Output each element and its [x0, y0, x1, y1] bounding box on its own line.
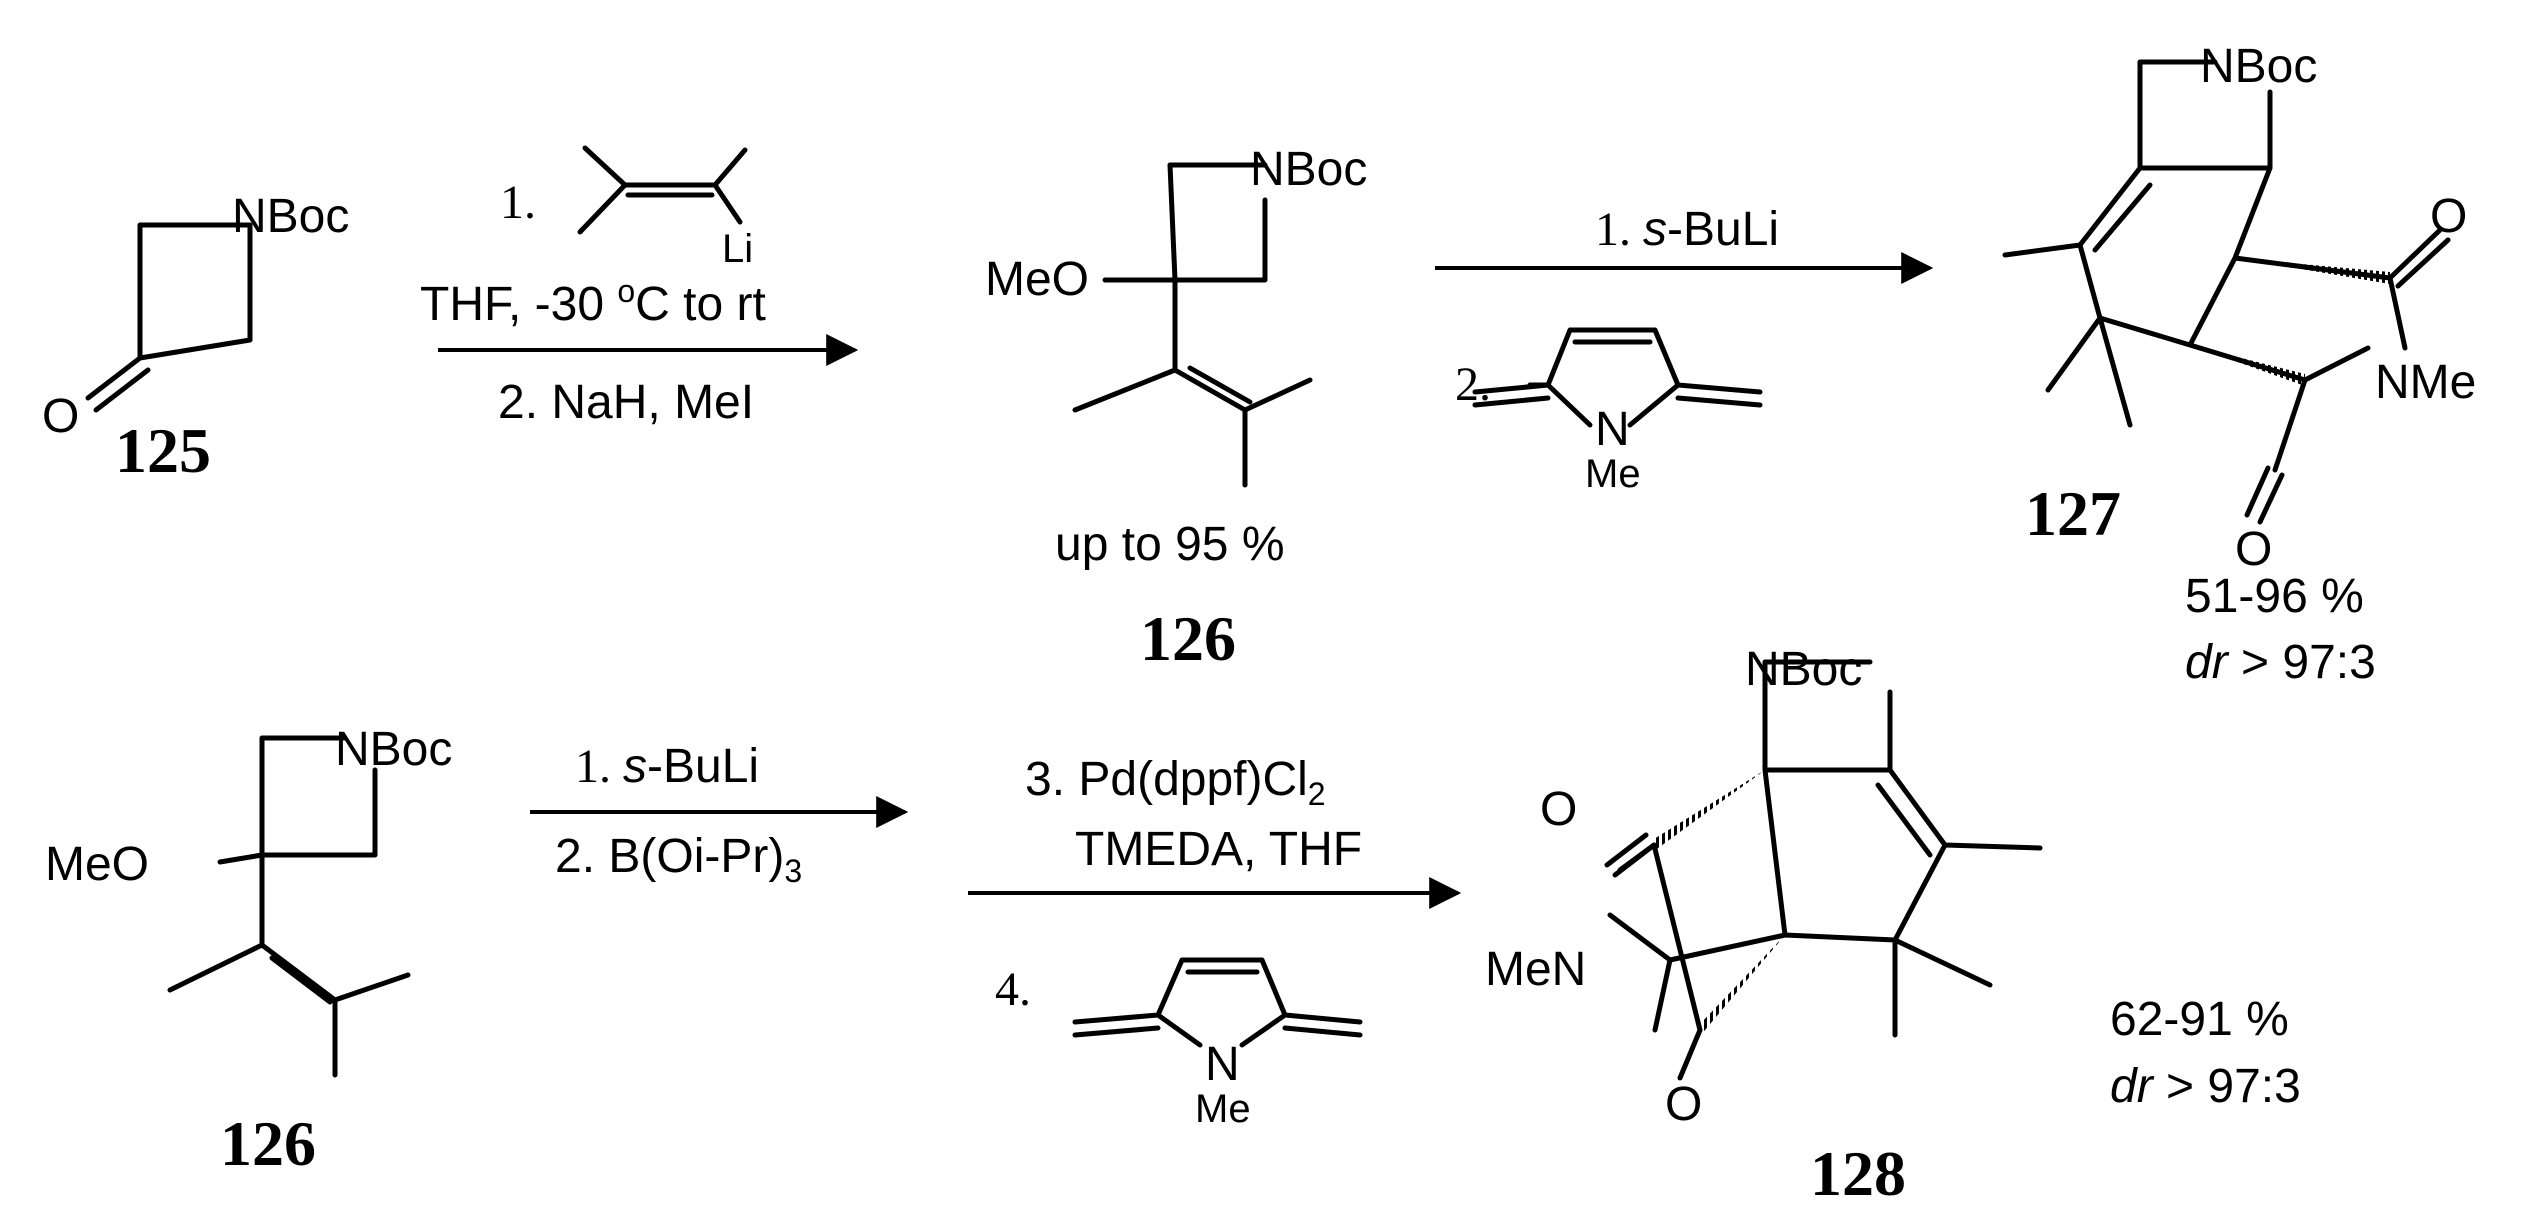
atom-nme-127: NMe [2375, 356, 2476, 409]
step2-text: 2. NaH, MeI [498, 376, 754, 429]
conditions-text: THF, -30 oC to rt [420, 273, 766, 331]
step1-text-r3: 1. s-BuLi [575, 740, 759, 793]
compound-125-structure: NBoc O 125 [42, 190, 349, 486]
yield-128: 62-91 % [2110, 993, 2289, 1046]
atom-me-r2: Me [1585, 452, 1641, 496]
atom-o-127-top: O [2430, 190, 2467, 243]
atom-nboc-127: NBoc [2200, 40, 2317, 93]
step3-line2-r3: TMEDA, THF [1075, 823, 1362, 876]
reaction-arrow-3b: 3. Pd(dppf)Cl2 TMEDA, THF 4. N Me [968, 753, 1462, 1131]
compound-126-structure: NBoc MeO up to 95 % 126 [985, 143, 1367, 674]
step4-number-r3: 4. [995, 963, 1031, 1016]
atom-o-128-top: O [1540, 783, 1577, 836]
step1-text-r2: 1. s-BuLi [1595, 203, 1779, 256]
atom-li: Li [722, 227, 753, 271]
compound-label-128: 128 [1810, 1138, 1906, 1207]
step2-text-r3: 2. B(Oi-Pr)3 [555, 830, 802, 889]
yield-126: up to 95 % [1055, 518, 1285, 571]
atom-o-127-bottom: O [2235, 523, 2272, 576]
isobutenyl-lithium-reagent [577, 145, 748, 235]
compound-127-structure: NBoc O NMe O 127 51-96 % dr > 97:3 [2002, 40, 2476, 689]
dr-128: dr > 97:3 [2110, 1060, 2301, 1113]
compound-label-127: 127 [2025, 478, 2121, 549]
yield-127: 51-96 % [2185, 570, 2364, 623]
atom-meo-126b: MeO [45, 838, 149, 891]
compound-label-126b: 126 [220, 1108, 316, 1179]
atom-nboc-126b: NBoc [335, 723, 452, 776]
step1-number: 1. [500, 176, 536, 229]
atom-nboc-128: NBoc [1745, 643, 1862, 696]
atom-n-r3: N [1205, 1038, 1240, 1091]
atom-n-r2: N [1595, 403, 1630, 456]
atom-o-125: O [42, 390, 79, 443]
compound-128-structure: NBoc O MeN O 128 62-91 % dr > 97:3 [1485, 643, 2301, 1207]
reaction-arrow-1: 1. Li THF, -30 oC to rt 2. NaH, MeI [420, 145, 859, 429]
reaction-arrow-3a: 1. s-BuLi 2. B(Oi-Pr)3 [530, 740, 909, 889]
compound-label-126: 126 [1140, 603, 1236, 674]
atom-o-128-bottom: O [1665, 1078, 1702, 1131]
compound-label-125: 125 [115, 415, 211, 486]
dimethylene-pyrrole-reagent [1472, 327, 1763, 428]
atom-me-r3: Me [1195, 1087, 1251, 1131]
atom-nboc-125: NBoc [232, 190, 349, 243]
atom-nboc-126: NBoc [1250, 143, 1367, 196]
compound-126-bottom-structure: NBoc MeO 126 [45, 723, 452, 1179]
atom-men-128: MeN [1485, 943, 1586, 996]
dr-127: dr > 97:3 [2185, 636, 2376, 689]
dimethylene-pyrrole-reagent-2 [1072, 957, 1363, 1048]
step3-text-r3: 3. Pd(dppf)Cl2 [1025, 753, 1326, 812]
reaction-arrow-2: 1. s-BuLi 2. N Me [1435, 203, 1934, 496]
atom-meo-126: MeO [985, 253, 1089, 306]
